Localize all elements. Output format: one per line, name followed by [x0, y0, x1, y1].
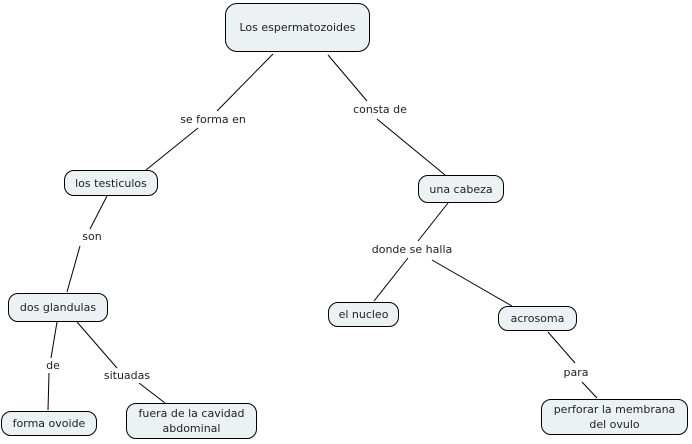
- node-dos-glandulas[interactable]: dos glandulas: [8, 293, 108, 322]
- node-los-testiculos[interactable]: los testiculos: [64, 170, 158, 196]
- edge-line: [376, 118, 446, 176]
- link-label-para[interactable]: para: [561, 366, 591, 380]
- node-perforar-la-membrana-del-ovulo[interactable]: perforar la membrana del ovulo: [541, 399, 688, 435]
- node-label: los testiculos: [75, 176, 147, 190]
- node-label: el nucleo: [338, 308, 389, 321]
- edge-line: [216, 53, 274, 112]
- edge-line: [47, 372, 50, 411]
- node-una-cabeza[interactable]: una cabeza: [418, 175, 504, 203]
- link-label-situadas[interactable]: situadas: [101, 369, 153, 383]
- edge-line: [76, 321, 118, 369]
- node-los-espermatozoides[interactable]: Los espermatozoides: [225, 3, 370, 52]
- edge-line: [581, 381, 598, 399]
- edge-line: [138, 382, 166, 404]
- node-fuera-de-la-cavidad-abdominal[interactable]: fuera de la cavidad abdominal: [126, 403, 257, 439]
- node-label: dos glandulas: [19, 301, 97, 314]
- edge-line: [431, 259, 513, 307]
- edge-line: [50, 321, 58, 359]
- link-label-consta-de[interactable]: consta de: [351, 103, 409, 117]
- link-label-se-forma-en[interactable]: se forma en: [178, 113, 248, 127]
- link-label-donde-se-halla[interactable]: donde se halla: [369, 243, 455, 257]
- node-label: perforar la membrana del ovulo: [553, 403, 676, 431]
- node-acrosoma[interactable]: acrosoma: [498, 306, 577, 331]
- edge-line: [327, 54, 368, 102]
- node-label: Los espermatozoides: [239, 21, 356, 34]
- edge-line: [66, 245, 81, 293]
- node-label: acrosoma: [510, 312, 565, 325]
- node-label: forma ovoide: [12, 417, 86, 430]
- node-el-nucleo[interactable]: el nucleo: [328, 302, 399, 327]
- edge-line: [373, 257, 409, 302]
- link-label-de[interactable]: de: [44, 359, 62, 373]
- node-forma-ovoide[interactable]: forma ovoide: [1, 411, 97, 436]
- edge-line: [417, 202, 449, 242]
- edge-line: [145, 127, 199, 171]
- node-label: fuera de la cavidad abdominal: [138, 407, 245, 435]
- link-label-son[interactable]: son: [80, 230, 104, 244]
- edge-line: [89, 195, 108, 230]
- node-label: una cabeza: [429, 182, 493, 196]
- edge-line: [547, 331, 576, 364]
